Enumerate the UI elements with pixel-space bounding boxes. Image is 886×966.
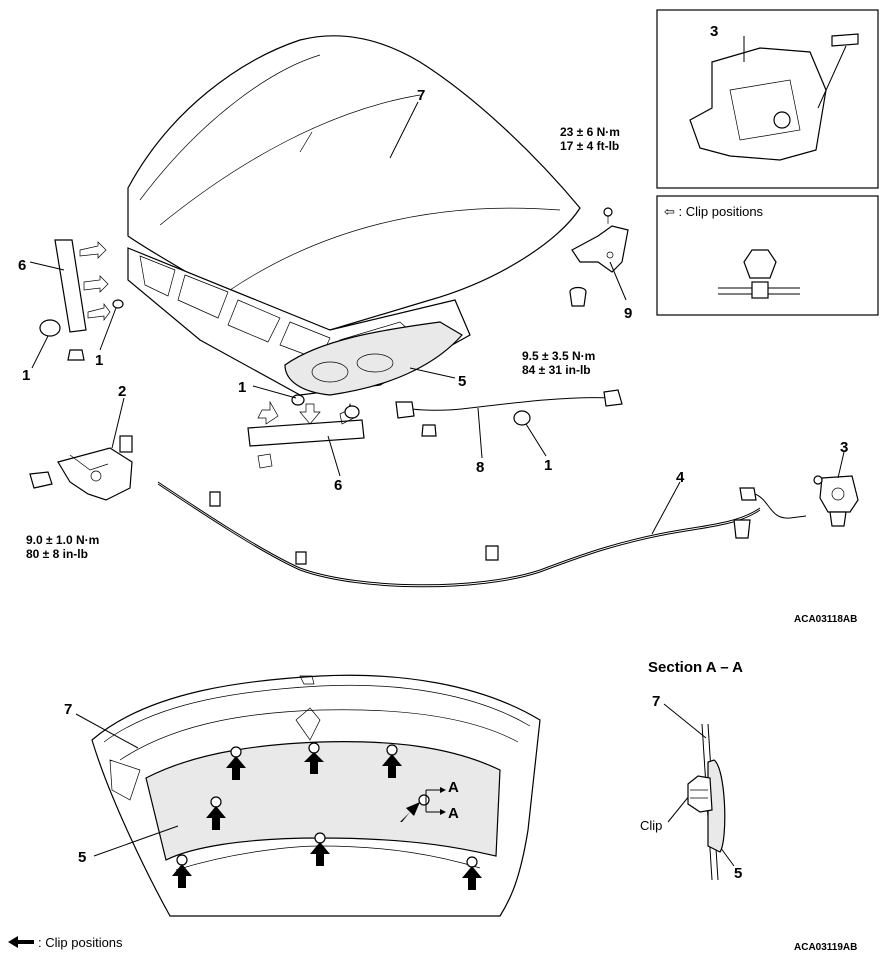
section-marker-a-top: A — [448, 779, 459, 796]
figure-code-bottom: ACA03119AB — [794, 942, 857, 953]
callout-8: 8 — [476, 459, 484, 476]
hood-support-rod — [395, 389, 623, 419]
torque-hinge-bottom-inlb: 84 ± 31 in-lb — [522, 363, 591, 377]
legend-bottom: : Clip positions — [38, 935, 123, 950]
callout-2: 2 — [118, 383, 126, 400]
callout-6-left: 6 — [18, 257, 26, 274]
callout-7-top: 7 — [417, 87, 425, 104]
callout-4: 4 — [676, 469, 685, 486]
section-a-a-detail — [687, 723, 726, 881]
callout-7-section: 7 — [652, 693, 660, 710]
torque-hinge-top-nm: 23 ± 6 N·m — [560, 125, 620, 139]
section-cut-markers — [425, 787, 446, 815]
figure-code-top: ACA03118AB — [794, 614, 857, 625]
callout-6-front: 6 — [334, 477, 342, 494]
torque-latch-inlb: 80 ± 8 in-lb — [26, 547, 88, 561]
callout-1-a: 1 — [22, 367, 30, 384]
hood-hinge — [569, 207, 629, 307]
callout-1-c: 1 — [238, 379, 246, 396]
clip-arrows — [172, 752, 482, 890]
hood-release-cable — [157, 481, 807, 588]
legend-top: ⇦ : Clip positions — [664, 204, 764, 219]
callout-7-bottom: 7 — [64, 701, 72, 718]
torque-hinge-bottom-nm: 9.5 ± 3.5 N·m — [522, 349, 595, 363]
legend-arrow-icon — [8, 936, 34, 948]
callout-5-bottom: 5 — [78, 849, 86, 866]
callout-1-d: 1 — [544, 457, 552, 474]
leader-lines-top — [29, 36, 845, 535]
clip-label: Clip — [640, 818, 662, 833]
torque-latch-nm: 9.0 ± 1.0 N·m — [26, 533, 99, 547]
clip-positions-detail-box — [656, 195, 879, 316]
torque-hinge-top-ftlb: 17 ± 4 ft-lb — [560, 139, 619, 153]
callout-3-handle: 3 — [840, 439, 848, 456]
weatherstrip-left — [54, 239, 111, 333]
callout-5-section: 5 — [734, 865, 742, 882]
hood-latch — [29, 435, 133, 501]
section-marker-a-bottom: A — [448, 805, 459, 822]
hood-bumper-fasteners — [39, 299, 531, 437]
callout-5-top: 5 — [458, 373, 466, 390]
callout-1-b: 1 — [95, 352, 103, 369]
hood-panel — [127, 35, 581, 331]
callout-9: 9 — [624, 305, 632, 322]
hood-insulator — [284, 321, 463, 396]
weatherstrip-front — [247, 400, 365, 469]
callout-3-box: 3 — [710, 23, 718, 40]
release-handle-detail-box — [656, 9, 879, 189]
hood-release-handle — [813, 475, 859, 527]
section-title: Section A – A — [648, 659, 743, 676]
